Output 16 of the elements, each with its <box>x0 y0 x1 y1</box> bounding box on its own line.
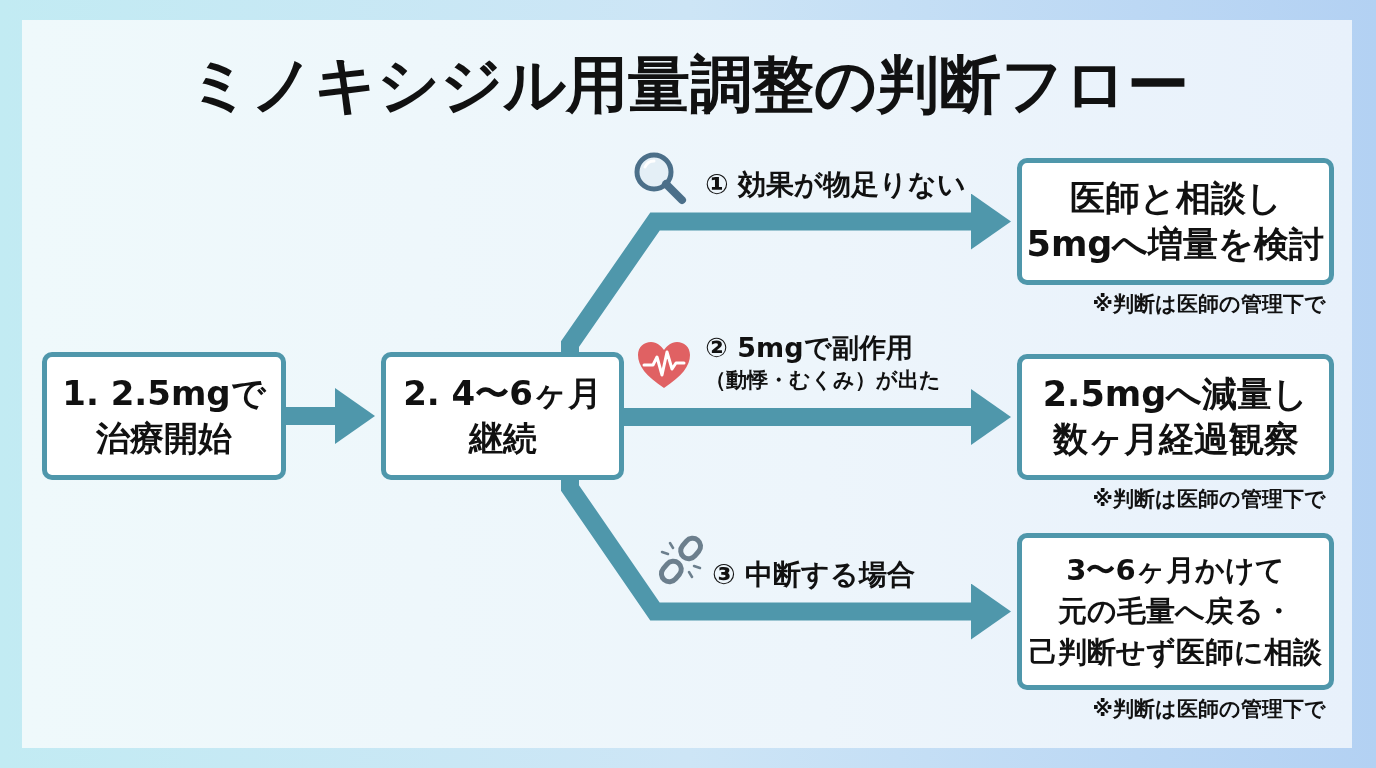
note: ※判断は医師の管理下で <box>1092 486 1326 513</box>
arrow <box>286 388 375 444</box>
arrow <box>561 193 1011 353</box>
title: ミノキシジル用量調整の判断フロー <box>187 47 1189 123</box>
edge-label: ① 効果が物足りない <box>705 167 967 203</box>
result-box: 2.5mgへ減量し数ヶ月経過観察 <box>1017 354 1334 480</box>
step-box: 1. 2.5mgで治療開始 <box>42 352 286 480</box>
step-box: 2. 4〜6ヶ月継続 <box>381 352 624 480</box>
result-box: 3〜6ヶ月かけて元の毛量へ戻る・己判断せず医師に相談 <box>1017 533 1334 690</box>
note: ※判断は医師の管理下で <box>1092 696 1326 723</box>
note: ※判断は医師の管理下で <box>1092 291 1326 318</box>
result-box: 医師と相談し5mgへ増量を検討 <box>1017 158 1334 285</box>
arrow <box>624 389 1011 445</box>
edge-label: ③ 中断する場合 <box>712 557 916 593</box>
edge-label: ② 5mgで副作用（動悸・むくみ）が出た <box>705 331 941 394</box>
arrow <box>561 479 1011 640</box>
